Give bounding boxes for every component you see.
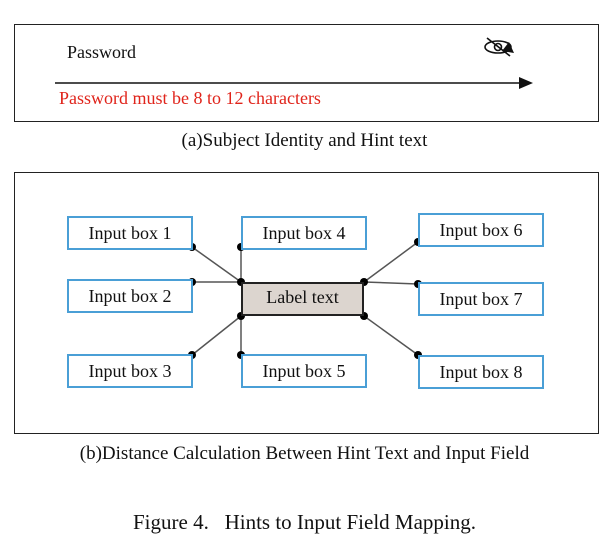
input-box-3: Input box 3 bbox=[67, 354, 193, 388]
label-text-box: Label text bbox=[241, 282, 364, 316]
password-label: Password bbox=[67, 42, 137, 62]
input-box-1: Input box 1 bbox=[67, 216, 193, 250]
input-box-6: Input box 6 bbox=[418, 213, 544, 247]
input-box-7: Input box 7 bbox=[418, 282, 544, 316]
input-underline-arrow bbox=[55, 77, 533, 89]
password-field-panel: Password Password must be 8 to 12 charac… bbox=[14, 24, 599, 122]
eye-slash-icon[interactable] bbox=[482, 35, 518, 59]
figure-caption: Figure 4. Hints to Input Field Mapping. bbox=[133, 510, 476, 534]
caption-a: (a)Subject Identity and Hint text bbox=[181, 130, 428, 151]
connector-line-7 bbox=[363, 281, 419, 285]
connector-line-6 bbox=[363, 241, 419, 283]
input-box-4: Input box 4 bbox=[241, 216, 367, 250]
connector-line-1 bbox=[191, 246, 242, 283]
connector-line-3 bbox=[191, 315, 242, 356]
mapping-diagram-panel: Input box 1 Input box 2 Input box 3 Inpu… bbox=[14, 172, 599, 434]
input-box-2: Input box 2 bbox=[67, 279, 193, 313]
hint-text: Password must be 8 to 12 characters bbox=[59, 88, 321, 108]
input-box-8: Input box 8 bbox=[418, 355, 544, 389]
caption-b: (b)Distance Calculation Between Hint Tex… bbox=[79, 443, 530, 464]
input-box-5: Input box 5 bbox=[241, 354, 367, 388]
connector-line-8 bbox=[363, 315, 419, 356]
arrow-right-icon bbox=[519, 77, 533, 89]
